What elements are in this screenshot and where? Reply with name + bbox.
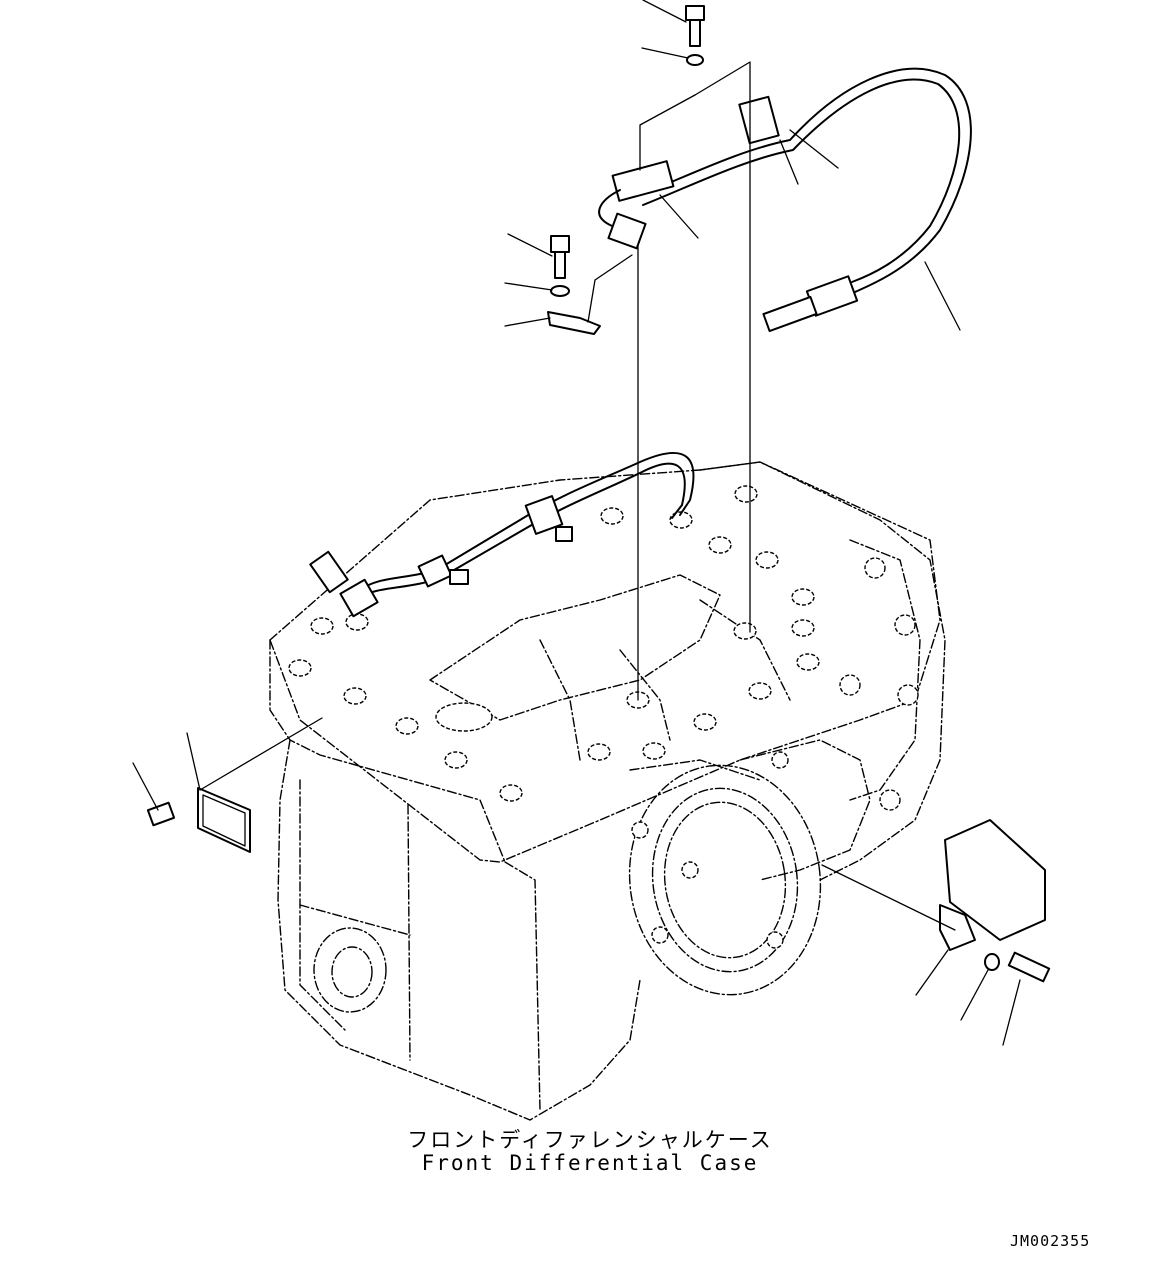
speed-sensor-harness — [598, 67, 972, 333]
caption-japanese: フロントディファレンシャルケース — [407, 1128, 773, 1152]
differential-case-outline — [269, 461, 946, 1121]
installed-wiring-harness — [309, 451, 695, 618]
drawing-number: JM002355 — [1010, 1232, 1091, 1250]
caption-english: Front Differential Case — [421, 1151, 759, 1175]
case-bolt-holes — [288, 485, 919, 949]
sensor-connector — [762, 275, 859, 333]
leader-lines — [132, 0, 1021, 1046]
hardware-parts — [146, 5, 1051, 983]
